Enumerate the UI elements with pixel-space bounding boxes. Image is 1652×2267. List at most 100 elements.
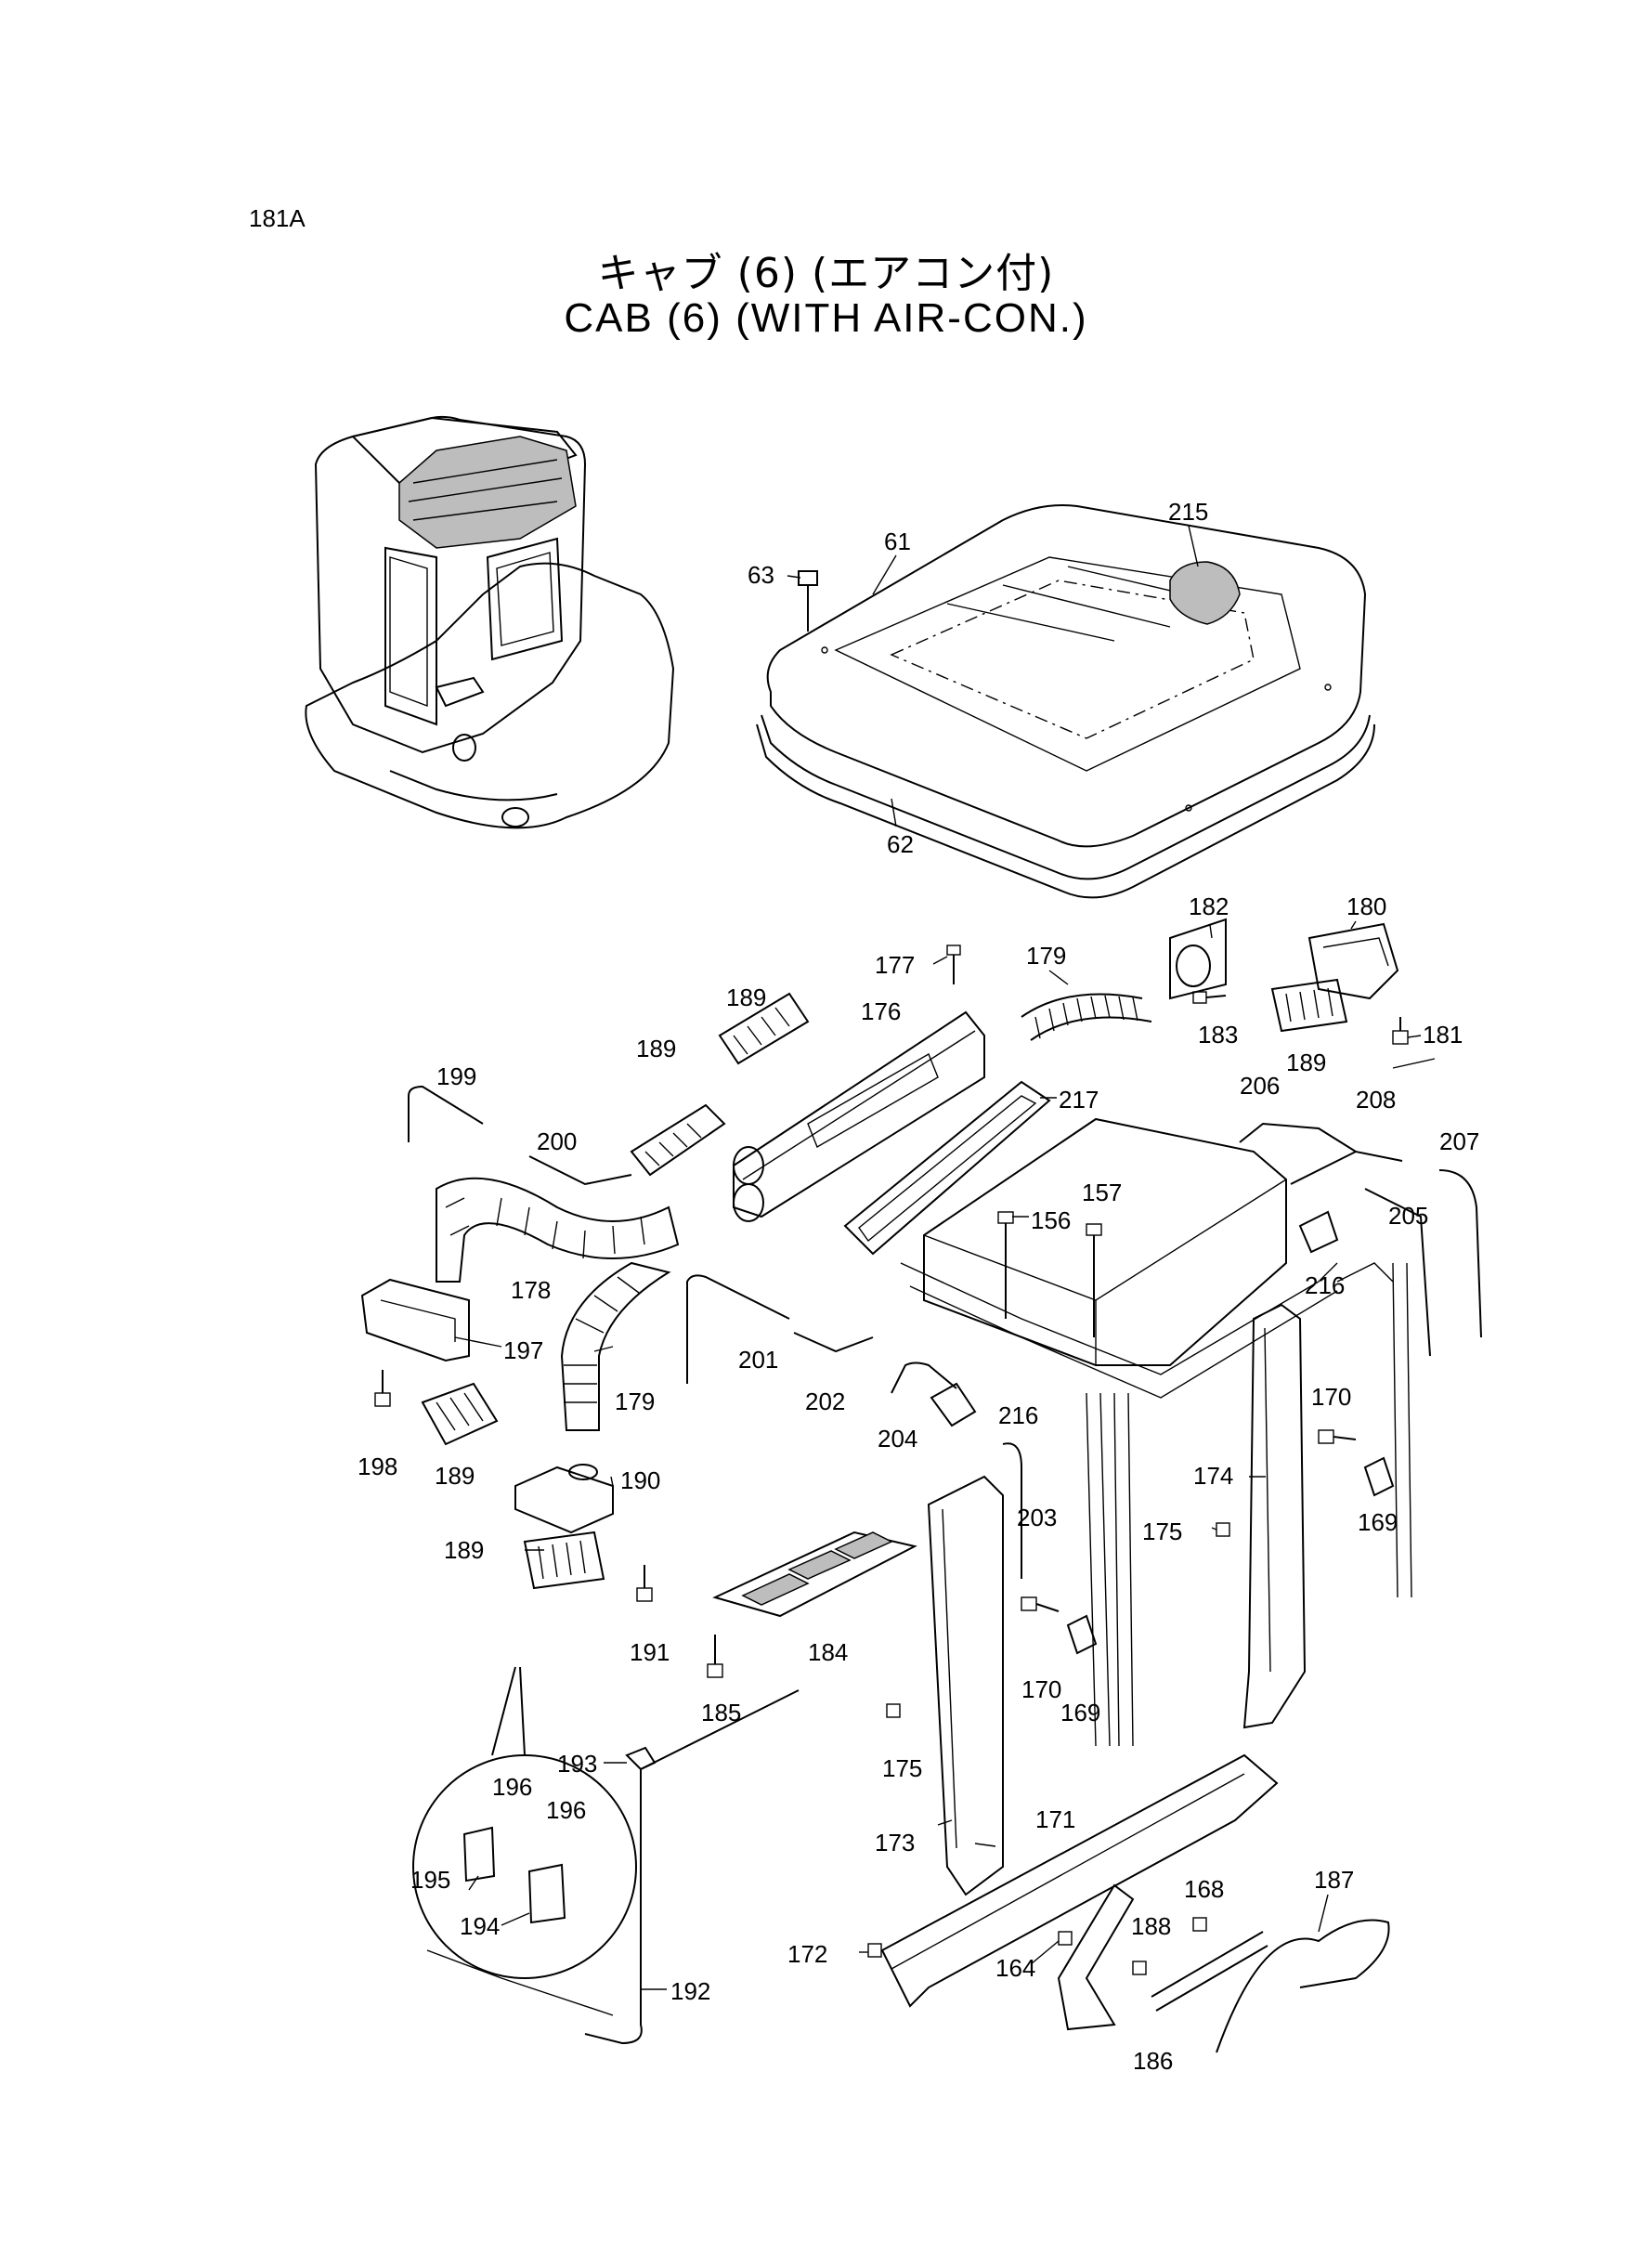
part-label-164: 164 <box>995 1954 1035 1982</box>
part-label-187: 187 <box>1314 1866 1354 1894</box>
part-label-215: 215 <box>1168 498 1208 526</box>
part-label-174: 174 <box>1193 1462 1233 1490</box>
part-label-169-a: 169 <box>1358 1508 1398 1536</box>
roof-cover-assembly <box>756 504 1375 899</box>
title-english: CAB (6) (WITH AIR-CON.) <box>564 295 1088 341</box>
bolt-191-icon <box>636 1565 653 1602</box>
part-label-156: 156 <box>1031 1206 1071 1234</box>
pillar-cover-174 <box>1242 1303 1307 1729</box>
part-label-190: 190 <box>620 1466 660 1494</box>
pipes-199-200-201-202-203-204-205-206-207-208 <box>408 1085 1482 1579</box>
part-label-196-b: 196 <box>546 1796 586 1824</box>
part-label-196-a: 196 <box>492 1773 532 1801</box>
part-label-63: 63 <box>748 561 774 589</box>
part-label-200: 200 <box>537 1127 577 1155</box>
bolt-172-icon <box>867 1943 882 1958</box>
part-label-175-a: 175 <box>1142 1518 1182 1545</box>
part-label-172: 172 <box>787 1940 827 1968</box>
part-label-216-a: 216 <box>1305 1271 1345 1299</box>
hose-216-b <box>930 1382 977 1427</box>
bolt-icons <box>374 945 1409 1975</box>
hose-179-upper <box>1021 993 1152 1041</box>
part-label-177: 177 <box>875 951 915 979</box>
bolt-157-icon <box>1086 1223 1102 1337</box>
bracket-197 <box>360 1278 470 1362</box>
part-label-217: 217 <box>1059 1086 1099 1114</box>
bolt-198-icon <box>374 1370 391 1407</box>
part-label-203: 203 <box>1017 1504 1057 1531</box>
part-label-168: 168 <box>1184 1875 1224 1903</box>
part-label-194: 194 <box>460 1912 500 1940</box>
bolt-188-icon <box>1132 1961 1147 1975</box>
gasket-217 <box>843 1080 1051 1256</box>
bolt-170-icon-b <box>1021 1596 1060 1612</box>
cable-187 <box>1216 1919 1390 2053</box>
part-label-170-a: 170 <box>1311 1383 1351 1411</box>
bolt-63-icon <box>798 570 818 632</box>
part-label-173: 173 <box>875 1829 915 1857</box>
part-label-202: 202 <box>805 1388 845 1415</box>
bolt-181-icon <box>1392 1017 1409 1045</box>
air-conditioner-unit <box>900 1117 1338 1399</box>
part-label-192: 192 <box>670 1977 710 2005</box>
part-label-198: 198 <box>358 1453 397 1480</box>
bracket-182 <box>1169 918 1227 1000</box>
bolt-164-icon <box>1058 1931 1073 1946</box>
part-label-191: 191 <box>630 1638 670 1666</box>
clamp-193 <box>625 1746 657 1771</box>
bolt-183-icon <box>1192 991 1227 1004</box>
part-label-179-lower: 179 <box>615 1388 655 1415</box>
bolt-185-icon <box>707 1635 723 1678</box>
part-label-201: 201 <box>738 1346 778 1374</box>
part-label-189-b: 189 <box>1286 1049 1326 1076</box>
vent-louver-189-e <box>523 1531 605 1590</box>
bolt-168-icon <box>1192 1917 1207 1932</box>
air-duct-176 <box>733 1010 985 1222</box>
part-label-204: 204 <box>878 1425 917 1453</box>
bolt-175-icon-b <box>886 1703 901 1718</box>
adapter-190 <box>514 1464 614 1534</box>
part-label-206: 206 <box>1240 1072 1280 1100</box>
part-label-216-b: 216 <box>998 1401 1038 1429</box>
part-label-178: 178 <box>511 1276 551 1304</box>
part-label-189-d: 189 <box>435 1462 475 1490</box>
part-label-179-upper: 179 <box>1026 942 1066 970</box>
bolt-170-icon-a <box>1318 1429 1357 1444</box>
part-number-labels: 215 61 63 62 182 180 177 179 189 176 183… <box>358 498 1479 2075</box>
part-label-182: 182 <box>1189 892 1229 920</box>
part-label-193: 193 <box>557 1750 597 1778</box>
part-label-185: 185 <box>701 1699 741 1726</box>
part-label-157: 157 <box>1082 1179 1122 1206</box>
part-label-181: 181 <box>1423 1021 1463 1049</box>
part-label-205: 205 <box>1388 1202 1428 1230</box>
rod-186 <box>1151 1931 1268 2012</box>
part-label-176: 176 <box>861 997 901 1025</box>
page-code: 181A <box>249 204 306 232</box>
part-label-197: 197 <box>503 1336 543 1364</box>
part-label-186: 186 <box>1133 2047 1173 2075</box>
part-label-169-b: 169 <box>1060 1699 1100 1726</box>
cover-171 <box>880 1753 1279 2008</box>
hose-178 <box>436 1177 680 1283</box>
vent-louver-189-c <box>1270 978 1348 1033</box>
cab-frame-pipes <box>1086 1262 1412 1747</box>
leader-lines <box>454 525 1436 1990</box>
bolt-156-icon <box>997 1211 1014 1319</box>
filter-panel-184 <box>712 1531 917 1618</box>
vent-louver-189-a <box>630 1103 726 1177</box>
part-label-189-e: 189 <box>444 1536 484 1564</box>
part-label-189-a: 189 <box>726 984 766 1011</box>
part-label-171: 171 <box>1035 1805 1075 1833</box>
bolt-177-icon <box>946 945 961 984</box>
harness-192 <box>426 1689 800 2045</box>
vent-louver-189-b <box>718 992 810 1065</box>
part-label-62: 62 <box>887 830 914 858</box>
bolt-175-icon-a <box>1216 1522 1230 1537</box>
part-label-183: 183 <box>1198 1021 1238 1049</box>
pillar-cover-173 <box>927 1475 1004 1896</box>
part-label-189-c: 189 <box>636 1035 676 1062</box>
part-label-195: 195 <box>410 1866 450 1894</box>
cab-overview-illustration <box>305 415 675 829</box>
clip-169-icons <box>1066 1456 1395 1655</box>
